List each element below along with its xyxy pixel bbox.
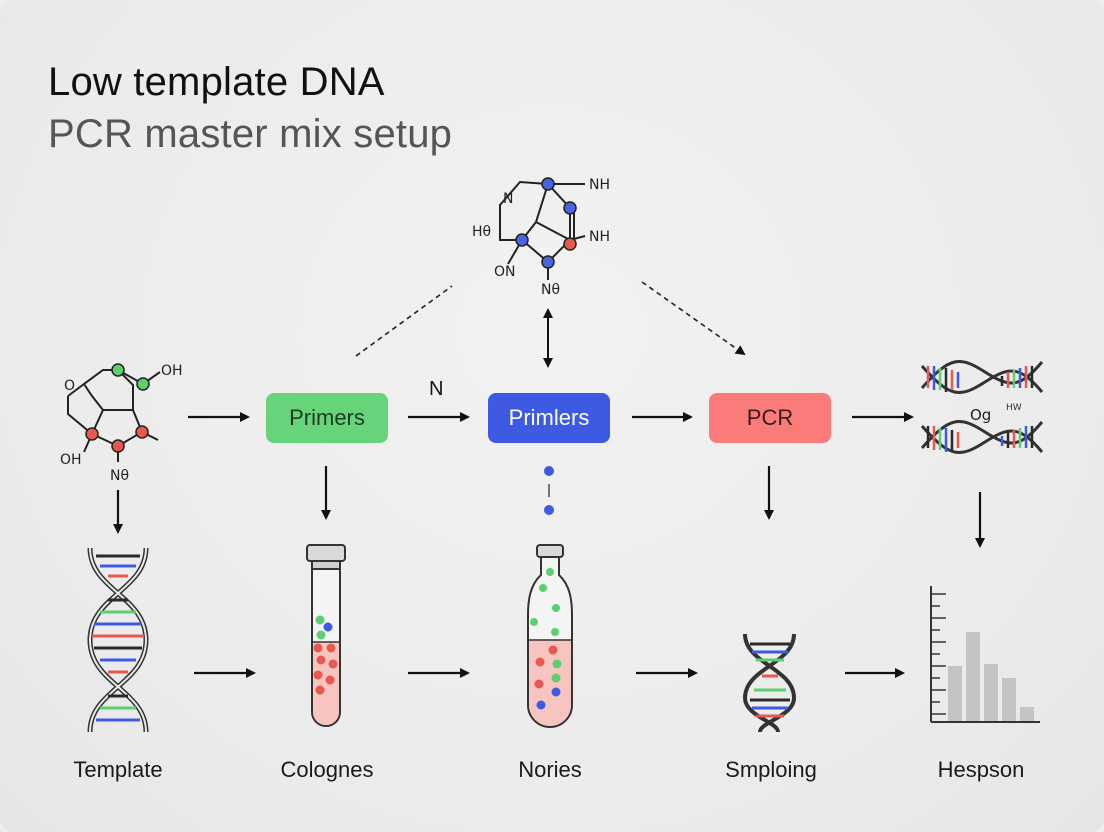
bar-chart-icon — [930, 586, 1040, 723]
label-hespson: Hespson — [937, 757, 1025, 782]
flask-icon — [527, 544, 573, 728]
left-molecule-atoms — [85, 363, 150, 453]
label-nories: Nories — [518, 757, 582, 782]
test-tube-icon — [306, 544, 346, 727]
double-helix-top-icon — [920, 360, 1044, 394]
dashed-link-left — [355, 285, 453, 357]
arrow-label-n: N — [429, 378, 444, 400]
title-line-2: PCR master mix setup — [48, 112, 453, 156]
top-molecule-n: N — [503, 191, 513, 207]
pcr-box: PCR — [709, 393, 831, 443]
helix-label: Og — [970, 406, 991, 424]
left-molecule-label-oh1: OH — [161, 363, 183, 379]
top-molecule-label-n: Nθ — [541, 282, 560, 298]
top-molecule-label-nh2: NH — [589, 229, 610, 245]
down-arrows — [113, 466, 985, 548]
label-smploing: Smploing — [725, 757, 817, 782]
left-molecule-label-o: O — [64, 378, 75, 394]
label-colognes: Colognes — [280, 757, 374, 782]
left-molecule-label-oh2: OH — [60, 452, 82, 468]
top-molecule-label-h: Hθ — [472, 224, 491, 240]
small-dna-helix-icon — [742, 633, 797, 733]
blue-dots-connector — [544, 466, 554, 515]
primers-box: Primers — [266, 393, 388, 443]
primlers-box: Primlers — [488, 393, 610, 443]
top-molecule-atoms — [515, 177, 577, 269]
helix-label-small: HW — [1006, 403, 1022, 413]
title-line-1: Low template DNA — [48, 60, 385, 104]
template-dna-helix-icon — [87, 547, 149, 733]
label-template: Template — [73, 757, 163, 782]
double-helix-bottom-icon — [920, 420, 1044, 454]
left-molecule-label-n: Nθ — [110, 468, 129, 484]
top-molecule-label-nh1: NH — [589, 177, 610, 193]
top-molecule-label-on: ON — [494, 264, 516, 280]
dashed-arrow-right — [641, 281, 746, 356]
